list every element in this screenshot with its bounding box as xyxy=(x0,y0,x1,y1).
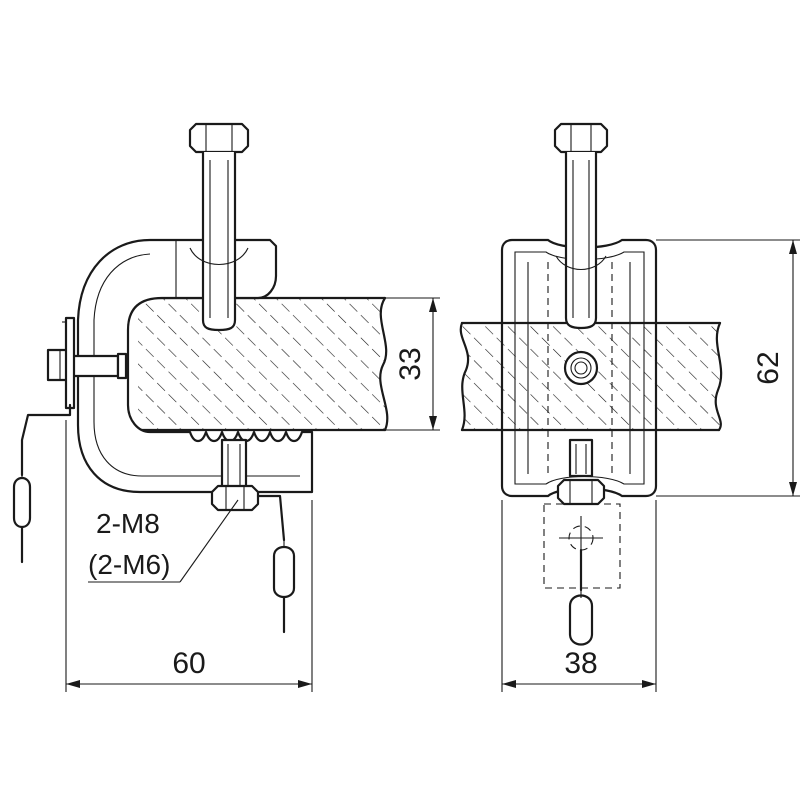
dimension-width-front-label: 38 xyxy=(564,647,597,680)
front-top-screw xyxy=(553,122,609,330)
thread-callout-line2: (2-M6) xyxy=(88,549,170,580)
dimension-height-total-label: 62 xyxy=(752,351,785,384)
thread-callout-leader xyxy=(88,499,239,583)
dimension-height-total xyxy=(656,239,800,497)
side-beam-section xyxy=(136,296,389,432)
bottom-set-screw xyxy=(210,438,260,512)
thread-callout-line1: 2-M8 xyxy=(96,508,160,539)
front-hanger-bracket-hidden xyxy=(543,503,621,592)
side-view: 2-M8 (2-M6) 60 33 xyxy=(12,122,440,692)
dimension-flange-thickness xyxy=(385,297,440,431)
dimension-width-side xyxy=(65,420,313,692)
dimension-width-front xyxy=(501,500,657,692)
top-set-screw xyxy=(188,122,250,332)
front-view: 38 62 xyxy=(459,122,800,692)
side-hanger-wire xyxy=(12,403,72,564)
bottom-hanger-wire xyxy=(256,494,296,634)
front-bottom-screw xyxy=(556,438,606,506)
dimension-flange-thickness-label: 33 xyxy=(394,347,427,380)
dimension-width-side-label: 60 xyxy=(172,647,205,680)
front-side-screw-end xyxy=(563,350,599,386)
front-hanger-wire xyxy=(568,590,594,646)
side-tie-screw xyxy=(46,316,128,410)
